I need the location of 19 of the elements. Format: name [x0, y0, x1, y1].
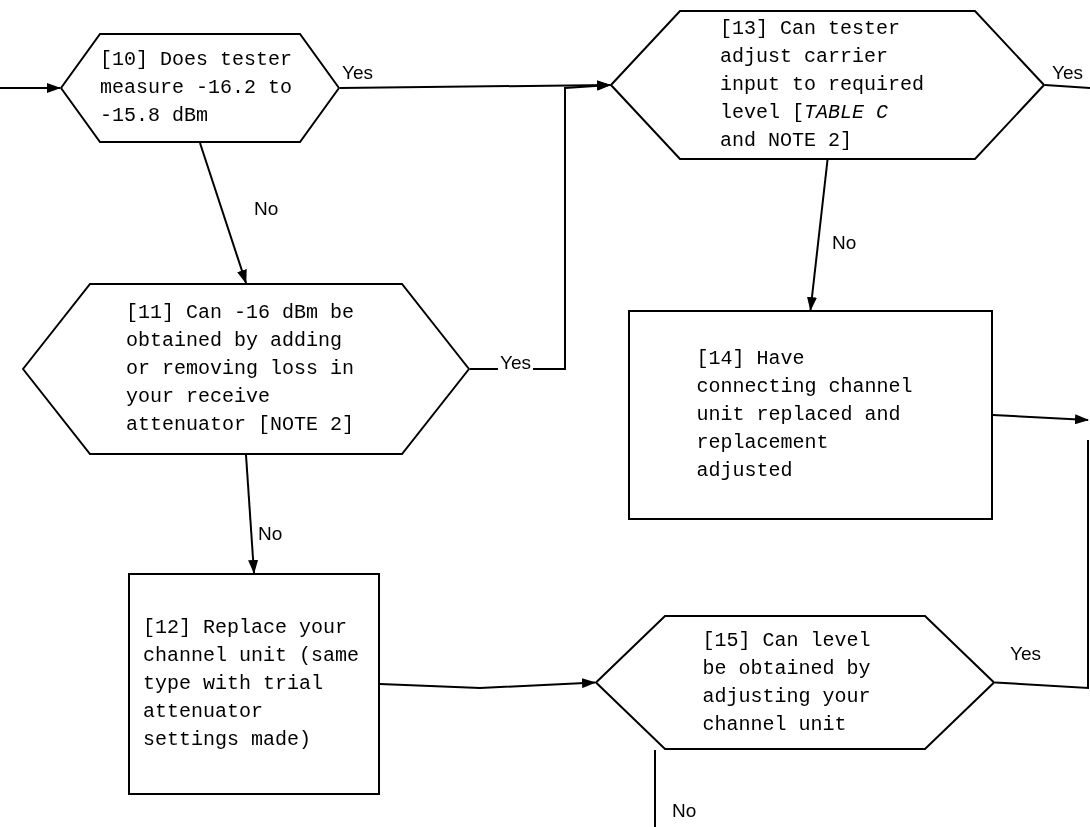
decision-hexagon	[595, 615, 995, 750]
arrow	[807, 159, 829, 311]
node-text: [15] Can level be obtained by adjusting your channel unit	[702, 627, 872, 738]
node-text: [13] Can tester adjust carrier input to required level [TABLE C and NOTE 2]	[720, 16, 926, 154]
arrow	[469, 80, 611, 370]
node-text: [10] Does tester measure -16.2 to -15.8 dBm	[100, 47, 294, 129]
decision-hexagon	[22, 283, 470, 455]
node-text: [11] Can -16 dBm be obtained by adding or removing loss in your receive attenuator [NOTE 2]	[126, 300, 356, 438]
arrow	[992, 414, 1089, 425]
arrow	[245, 454, 259, 574]
decision-hexagon	[610, 10, 1045, 160]
decision-hexagon	[60, 33, 340, 143]
arrow	[379, 678, 596, 689]
arrow	[0, 83, 61, 93]
node-text: [14] Have connecting channel unit replaced and replacement adjusted	[696, 346, 914, 484]
arrow	[199, 142, 247, 284]
node-text: [12] Replace your channel unit (same type with trial attenuator settings made)	[143, 615, 361, 753]
process-box	[628, 310, 993, 520]
process-box	[128, 573, 380, 795]
